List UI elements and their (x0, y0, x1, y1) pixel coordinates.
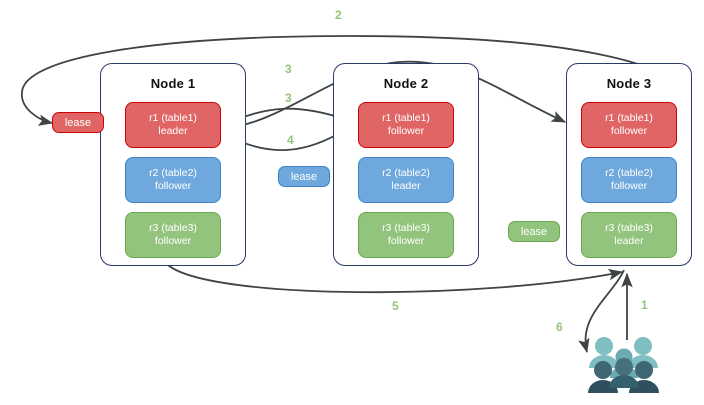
replica-role: leader (614, 235, 644, 247)
replica-role: follower (154, 235, 192, 247)
step-label-5: 5 (392, 299, 399, 313)
step-label-4: 4 (287, 133, 294, 147)
node-title: Node 1 (150, 76, 196, 91)
edge-step-5 (167, 264, 624, 294)
replica-name: r2 (table2) (382, 167, 430, 179)
step-label-3b: 3 (285, 91, 292, 105)
step-label-2: 2 (335, 8, 342, 22)
node-container-3[interactable]: Node 3 r1 (table1) follower r2 (table2) … (566, 63, 692, 266)
replica-name: r2 (table2) (605, 167, 653, 179)
users-group-icon (586, 334, 662, 396)
node-title: Node 3 (606, 76, 652, 91)
replica-r2[interactable]: r2 (table2) follower (581, 157, 677, 203)
replica-r3[interactable]: r3 (table3) follower (358, 212, 454, 258)
replica-role: follower (154, 180, 192, 192)
step-label-1: 1 (641, 298, 648, 312)
replica-r1[interactable]: r1 (table1) follower (581, 102, 677, 148)
node-container-1[interactable]: Node 1 r1 (table1) leader r2 (table2) fo… (100, 63, 246, 266)
replica-role: leader (391, 180, 421, 192)
replica-name: r2 (table2) (149, 167, 197, 179)
replica-role: follower (387, 125, 425, 137)
replica-role: follower (610, 125, 648, 137)
lease-badge-table2[interactable]: lease (278, 166, 330, 187)
lease-badge-table1[interactable]: lease (52, 112, 104, 133)
replica-name: r1 (table1) (605, 112, 653, 124)
step-label-6: 6 (556, 320, 563, 334)
replica-r2[interactable]: r2 (table2) follower (125, 157, 221, 203)
node-title: Node 2 (383, 76, 429, 91)
replica-role: leader (158, 125, 188, 137)
replica-name: r3 (table3) (382, 222, 430, 234)
replica-role: follower (610, 180, 648, 192)
replica-role: follower (387, 235, 425, 247)
replica-r1[interactable]: r1 (table1) leader (125, 102, 221, 148)
replica-r2[interactable]: r2 (table2) leader (358, 157, 454, 203)
lease-badge-table3[interactable]: lease (508, 221, 560, 242)
node-container-2[interactable]: Node 2 r1 (table1) follower r2 (table2) … (333, 63, 479, 266)
replica-r3[interactable]: r3 (table3) leader (581, 212, 677, 258)
replica-name: r3 (table3) (605, 222, 653, 234)
step-label-3a: 3 (285, 62, 292, 76)
replica-r1[interactable]: r1 (table1) follower (358, 102, 454, 148)
replica-r3[interactable]: r3 (table3) follower (125, 212, 221, 258)
replica-name: r3 (table3) (149, 222, 197, 234)
replica-name: r1 (table1) (149, 112, 197, 124)
replica-name: r1 (table1) (382, 112, 430, 124)
